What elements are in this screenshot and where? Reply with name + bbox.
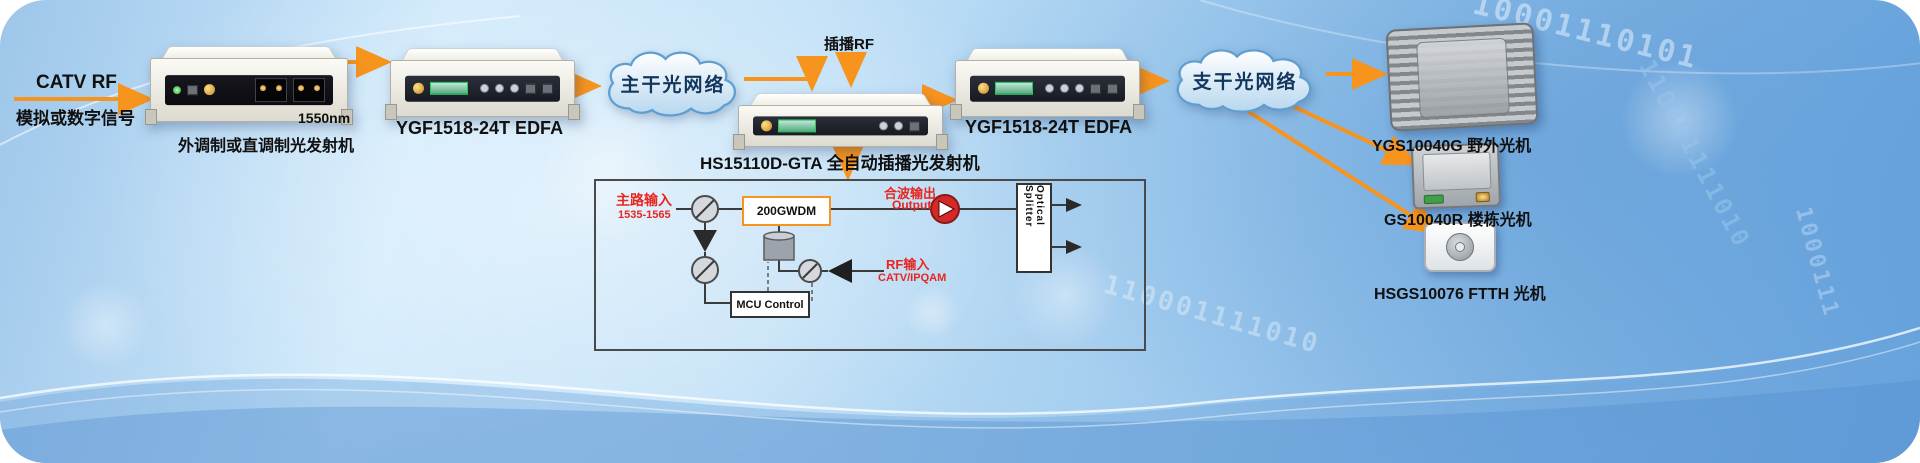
- wavelength-label: 1550nm: [298, 110, 351, 126]
- edfa1-label: YGF1518-24T EDFA: [396, 118, 564, 138]
- lcd-display: [778, 119, 816, 133]
- label-strip: [1423, 194, 1444, 205]
- panel-button: [495, 83, 504, 93]
- wdm-block: 200GWDM: [742, 196, 831, 226]
- glow-spot: [1620, 60, 1740, 180]
- rack-ear: [950, 104, 962, 120]
- brand-logo-icon: [978, 82, 989, 94]
- rf-connector: [1476, 191, 1491, 203]
- panel-button: [1075, 83, 1084, 93]
- panel-button: [510, 83, 519, 93]
- rack-ear: [733, 134, 745, 150]
- hs-insert-transmitter-device: [733, 87, 948, 150]
- rack-ear: [936, 134, 948, 150]
- glow-spot: [540, 100, 680, 240]
- panel-button: [480, 83, 489, 93]
- panel-button: [894, 121, 903, 131]
- brand-logo-icon: [413, 82, 424, 94]
- device-panel: [165, 75, 333, 105]
- main-input-label: 主路输入: [616, 192, 672, 208]
- outdoor-receiver-label: YGS10040G 野外光机: [1372, 138, 1532, 155]
- edfa1-device: [385, 42, 580, 120]
- binary-decor: 1000111: [1790, 204, 1844, 321]
- lcd-display: [995, 81, 1033, 95]
- band-label: 1535-1565: [618, 209, 671, 221]
- brand-logo-icon: [204, 84, 215, 96]
- fiber-port: [909, 121, 920, 131]
- lcd-display: [430, 81, 468, 95]
- combined-output-label: 合波输出: [884, 186, 937, 201]
- mcu-control-block: MCU Control: [730, 291, 810, 318]
- cloud1-label: 主干光网络: [620, 74, 726, 96]
- block-diagram-box: [594, 179, 1146, 351]
- device-panel: [405, 75, 560, 102]
- optical-splitter-block: Optical Splitter: [1016, 183, 1052, 273]
- device-front-panel: [385, 60, 580, 120]
- fiber-port: [1107, 83, 1118, 94]
- device-front-panel: [733, 105, 948, 150]
- rf-input-label: RF输入: [886, 257, 930, 272]
- cloud-shape: [1176, 49, 1312, 113]
- fiber-port: [525, 83, 536, 94]
- cloud-shape: [608, 51, 736, 117]
- rack-ear: [568, 104, 580, 120]
- rack-ear: [1133, 104, 1145, 120]
- optical-module: [293, 78, 325, 102]
- edfa2-device: [950, 42, 1145, 120]
- ftth-receiver-label: HSGS10076 FTTH 光机: [1374, 286, 1546, 303]
- rack-ear: [145, 109, 157, 125]
- optical-module: [255, 78, 287, 102]
- rf-port: [187, 85, 198, 95]
- output-label: Output: [892, 198, 932, 212]
- branch-network-cloud: 支干光网络: [1166, 42, 1324, 118]
- panel-button: [1060, 83, 1069, 93]
- panel-button: [879, 121, 888, 131]
- hs-transmitter-label: HS15110D-GTA 全自动插播光发射机: [700, 154, 980, 173]
- rf-source-label: CATV/IPQAM: [878, 272, 947, 284]
- outdoor-optical-receiver-device: [1385, 22, 1539, 132]
- fiber-port: [1090, 83, 1101, 94]
- fiber-spool: [1446, 233, 1474, 261]
- main-trunk-network-cloud: 主干光网络: [598, 44, 748, 122]
- signal-type-label: 模拟或数字信号: [16, 109, 135, 128]
- building-receiver-label: GS10040R 楼栋光机: [1384, 212, 1532, 229]
- led-indicator: [173, 86, 181, 94]
- brand-logo-icon: [761, 120, 772, 132]
- edfa2-label: YGF1518-24T EDFA: [965, 117, 1133, 137]
- device-panel: [970, 75, 1125, 102]
- insert-rf-label: 插播RF: [824, 36, 874, 53]
- device-panel: [753, 116, 928, 136]
- fiber-port: [542, 83, 553, 94]
- device-front-panel: [950, 60, 1145, 120]
- catv-rf-label: CATV RF: [36, 72, 117, 93]
- transmitter-label: 外调制或直调制光发射机: [178, 138, 355, 155]
- panel-button: [1045, 83, 1054, 93]
- glow-spot: [60, 280, 150, 370]
- receiver-lid: [1415, 37, 1511, 118]
- cloud2-label: 支干光网络: [1192, 71, 1298, 93]
- receiver-face: [1421, 151, 1492, 191]
